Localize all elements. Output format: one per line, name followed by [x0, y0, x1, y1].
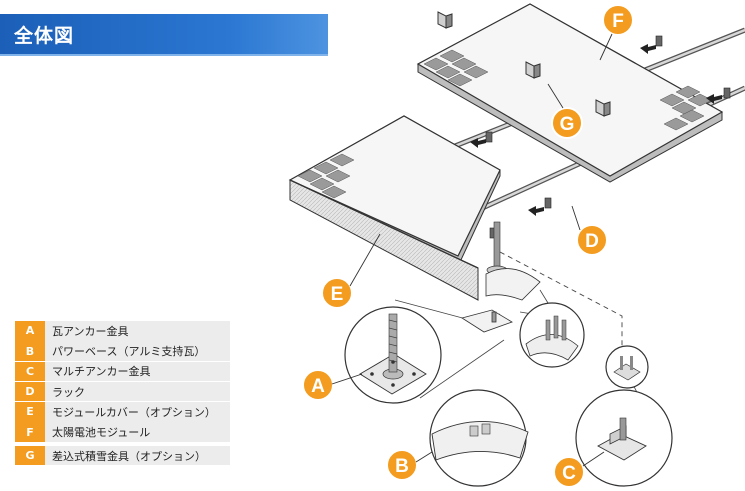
legend-item-a: A 瓦アンカー金具 [15, 321, 230, 341]
svg-text:D: D [585, 231, 599, 252]
header-underline [0, 54, 328, 56]
legend-letter: D [15, 381, 45, 402]
solar-module-lower [288, 115, 501, 263]
legend-label: マルチアンカー金具 [52, 365, 151, 379]
dashed-guides [499, 251, 623, 348]
detail-circle-c [575, 389, 673, 487]
callout-f: F [602, 4, 634, 36]
module-cover [289, 179, 479, 301]
svg-text:G: G [560, 114, 575, 135]
svg-text:A: A [311, 376, 325, 397]
callout-d: D [576, 224, 608, 256]
callout-pointers [331, 33, 613, 467]
callout-g: G [551, 107, 583, 139]
snow-guard-brackets [437, 11, 611, 117]
anchor-assembly [485, 221, 541, 301]
legend-item-e: E モジュールカバー（オプション） [15, 402, 230, 422]
svg-text:C: C [562, 463, 576, 484]
detail-circle-b [429, 389, 529, 487]
legend-label: パワーベース（アルミ支持瓦） [52, 345, 206, 359]
callout-c: C [553, 456, 585, 488]
legend-item-g: G 差込式積雪金具（オプション） [15, 445, 230, 466]
legend-label: ラック [52, 385, 85, 399]
legend-letter: F [15, 422, 45, 442]
detail-circle-rack-mount [519, 302, 585, 368]
legend-label: 太陽電池モジュール [52, 426, 151, 440]
svg-text:E: E [331, 284, 344, 305]
legend-label: 差込式積雪金具（オプション） [52, 449, 206, 463]
legend-letter: A [15, 321, 45, 341]
legend-item-b: B パワーベース（アルミ支持瓦） [15, 341, 230, 361]
legend-letter: C [15, 361, 45, 382]
section-title: 全体図 [14, 25, 75, 47]
legend-item-f: F 太陽電池モジュール [15, 422, 230, 442]
section-header: 全体図 [0, 14, 328, 54]
svg-text:B: B [395, 456, 409, 477]
legend-label: モジュールカバー（オプション） [52, 405, 216, 419]
callout-a: A [302, 369, 334, 401]
svg-text:F: F [612, 11, 624, 32]
legend-letter: E [15, 402, 45, 422]
callout-e: E [321, 277, 353, 309]
legend-letter: B [15, 341, 45, 361]
detail-circle-anchor-small [605, 345, 649, 389]
direction-arrows [470, 44, 722, 216]
legend-item-d: D ラック [15, 381, 230, 402]
legend-label: 瓦アンカー金具 [52, 324, 129, 338]
legend-item-c: C マルチアンカー金具 [15, 361, 230, 382]
callout-b: B [386, 449, 418, 481]
parts-legend: A 瓦アンカー金具 B パワーベース（アルミ支持瓦） C マルチアンカー金具 D… [15, 321, 230, 466]
solar-module-upper [416, 3, 724, 183]
legend-letter: G [15, 445, 45, 466]
detail-circle-a [344, 306, 442, 404]
